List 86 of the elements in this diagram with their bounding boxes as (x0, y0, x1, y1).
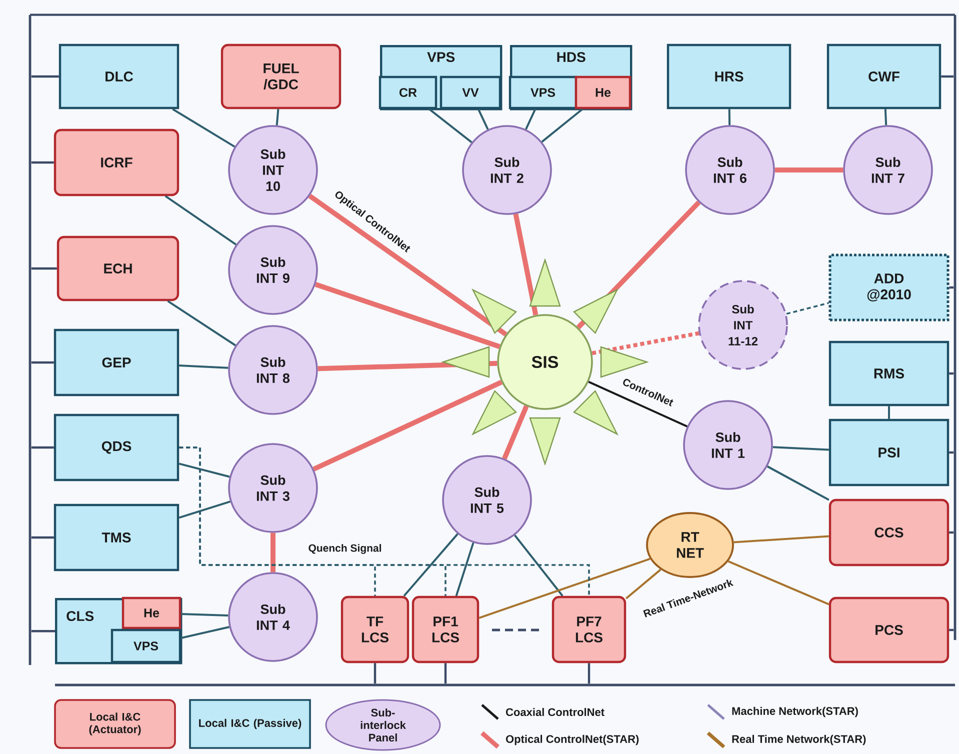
system-box: He (122, 596, 182, 630)
connector-line (181, 612, 228, 617)
connector-line (525, 108, 536, 130)
bus-line (949, 286, 954, 289)
bus-line (588, 663, 590, 684)
dashed-connector (592, 331, 700, 356)
system-box: FUEL /GDC (220, 44, 342, 110)
connector-line (178, 500, 230, 519)
legend-text: Local I&C (Actuator) (89, 712, 141, 736)
system-box: PF7 LCS (552, 596, 626, 664)
system-box: ECH (56, 236, 180, 302)
bus-line (941, 75, 954, 78)
connector-line (428, 108, 472, 144)
connector-line (276, 109, 280, 126)
system-box: TF LCS (340, 596, 410, 664)
bus-line (31, 361, 54, 364)
bus-line (31, 75, 59, 78)
bus-line (31, 630, 55, 632)
system-box: VPS (110, 628, 182, 664)
edge-label: Quench Signal (307, 543, 383, 555)
connector-line (541, 108, 584, 143)
system-box: GEP (54, 328, 180, 396)
dashed-connector (179, 446, 590, 596)
legend-text: Real Time Network(STAR) (732, 734, 866, 746)
system-box: VPS (508, 76, 578, 110)
system-box: PCS (828, 596, 950, 664)
system-box: VV (440, 76, 502, 110)
system-box: CCS (828, 498, 950, 566)
connector-line (888, 406, 890, 419)
legend-text: Optical ControlNet(STAR) (506, 734, 639, 746)
system-box: ADD @2010 (828, 254, 950, 322)
bus-line (31, 161, 54, 164)
bus-line (949, 451, 954, 454)
bus-line (31, 446, 54, 449)
bus-bar (28, 15, 32, 665)
system-box: HRS (666, 44, 792, 110)
system-box: He (574, 76, 632, 110)
connector-line (772, 446, 829, 451)
connector-line (513, 214, 538, 316)
legend-text: Coaxial ControlNet (506, 708, 604, 716)
bus-line (31, 267, 57, 270)
bus-line (444, 663, 447, 684)
bus-line (374, 663, 376, 684)
bus-line (31, 536, 54, 539)
connector-line (164, 195, 237, 246)
system-box: RMS (828, 340, 950, 406)
connector-line (455, 542, 474, 596)
connector-line (734, 535, 829, 544)
bus-line (949, 628, 954, 632)
connector-line (502, 405, 529, 460)
system-box: QDS (54, 414, 180, 482)
connector-line (179, 364, 228, 369)
connector-line (728, 109, 731, 126)
connector-line (588, 380, 688, 428)
system-box: TMS (54, 504, 180, 572)
connector-line (478, 558, 650, 619)
connector-line (514, 534, 564, 597)
connector-line (312, 380, 503, 472)
dashed-connector (786, 302, 829, 315)
connector-line (180, 626, 230, 639)
bus-line (30, 14, 955, 16)
connector-line (314, 282, 500, 350)
connector-line (774, 168, 844, 172)
system-box: PF1 LCS (412, 596, 480, 664)
connector-line (172, 108, 236, 148)
connector-line (766, 466, 830, 501)
bus-line (949, 372, 954, 375)
connector-line (308, 194, 508, 336)
connector-line (270, 532, 276, 572)
system-box: DLC (58, 44, 180, 110)
system-box: PSI (828, 418, 950, 486)
system-box: CWF (826, 44, 942, 110)
bus-bar (55, 684, 955, 686)
bus-bar (954, 15, 956, 640)
connector-line (728, 560, 830, 606)
system-box: CR (378, 76, 438, 110)
legend-text: Local I&C (Passive) (199, 718, 302, 730)
system-box: ICRF (54, 128, 180, 196)
connector-line (178, 462, 230, 478)
connector-line (167, 300, 236, 346)
connector-line (884, 109, 888, 126)
legend-text: Machine Network(STAR) (732, 706, 858, 718)
connector-line (403, 533, 458, 597)
connector-line (477, 108, 489, 130)
connector-line (625, 568, 662, 600)
bus-line (949, 531, 954, 534)
